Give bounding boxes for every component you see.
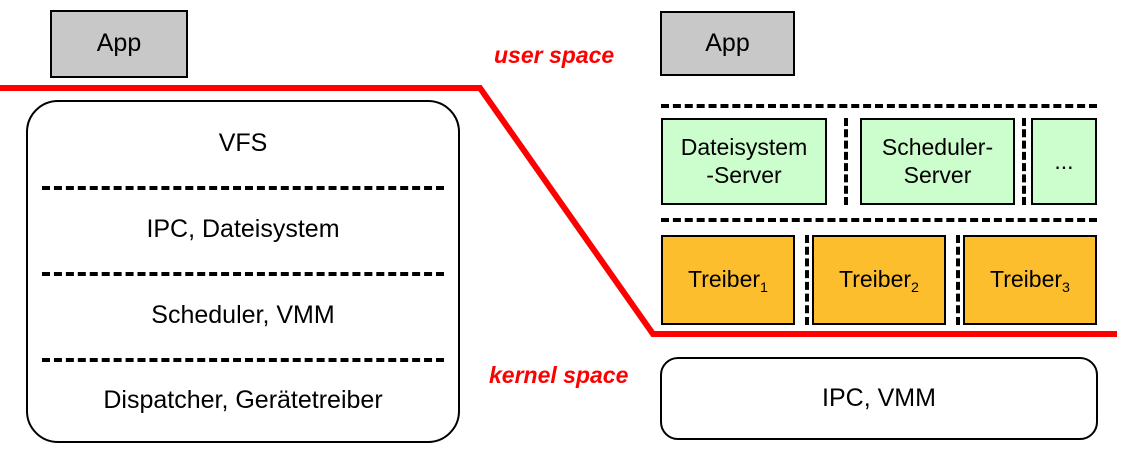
- user-space-label: user space: [494, 42, 615, 68]
- driver-separator-1: [805, 235, 809, 325]
- server-label-line2: -Server: [706, 161, 782, 188]
- driver-index: 1: [760, 279, 768, 296]
- driver-box-treiber-1: Treiber1: [661, 235, 795, 325]
- microkernel-divider-below-servers: [661, 218, 1097, 222]
- layer-label: Scheduler, VMM: [151, 300, 335, 329]
- driver-index: 3: [1062, 279, 1070, 296]
- driver-label: Treiber: [990, 266, 1063, 293]
- server-label-line1: Dateisystem: [680, 134, 808, 161]
- layer-label: IPC, Dateisystem: [146, 214, 340, 243]
- server-label-ellipsis: ...: [1054, 147, 1074, 174]
- monolithic-layer-ipc-dateisystem: IPC, Dateisystem: [26, 186, 460, 272]
- app-box-microkernel: App: [660, 11, 795, 76]
- driver-index: 2: [911, 279, 919, 296]
- server-separator-2: [1022, 118, 1026, 205]
- app-box-monolithic: App: [50, 10, 188, 78]
- app-label-microkernel: App: [705, 28, 750, 57]
- server-separator-1: [844, 118, 848, 205]
- microkernel-divider-above-servers: [661, 104, 1097, 108]
- driver-box-treiber-3: Treiber3: [963, 235, 1097, 325]
- kernel-space-label: kernel space: [489, 362, 629, 388]
- driver-label: Treiber: [688, 266, 761, 293]
- monolithic-layer-vfs: VFS: [26, 100, 460, 186]
- monolithic-layer-dispatcher-geraetetreiber: Dispatcher, Gerätetreiber: [26, 358, 460, 443]
- server-box-scheduler: Scheduler- Server: [860, 118, 1015, 205]
- monolithic-layer-scheduler-vmm: Scheduler, VMM: [26, 272, 460, 358]
- server-label-line1: Scheduler-: [881, 134, 994, 161]
- driver-label: Treiber: [839, 266, 912, 293]
- layer-label: Dispatcher, Gerätetreiber: [103, 386, 383, 414]
- microkernel-core-box: IPC, VMM: [660, 357, 1098, 440]
- monolithic-divider-3: [42, 358, 444, 362]
- server-label-line2: Server: [903, 161, 972, 188]
- microkernel-core-label: IPC, VMM: [822, 383, 936, 412]
- layer-label: VFS: [218, 128, 268, 157]
- server-box-more: ...: [1031, 118, 1097, 205]
- server-box-dateisystem: Dateisystem -Server: [661, 118, 827, 205]
- app-label-monolithic: App: [96, 29, 142, 58]
- driver-box-treiber-2: Treiber2: [812, 235, 946, 325]
- driver-separator-2: [956, 235, 960, 325]
